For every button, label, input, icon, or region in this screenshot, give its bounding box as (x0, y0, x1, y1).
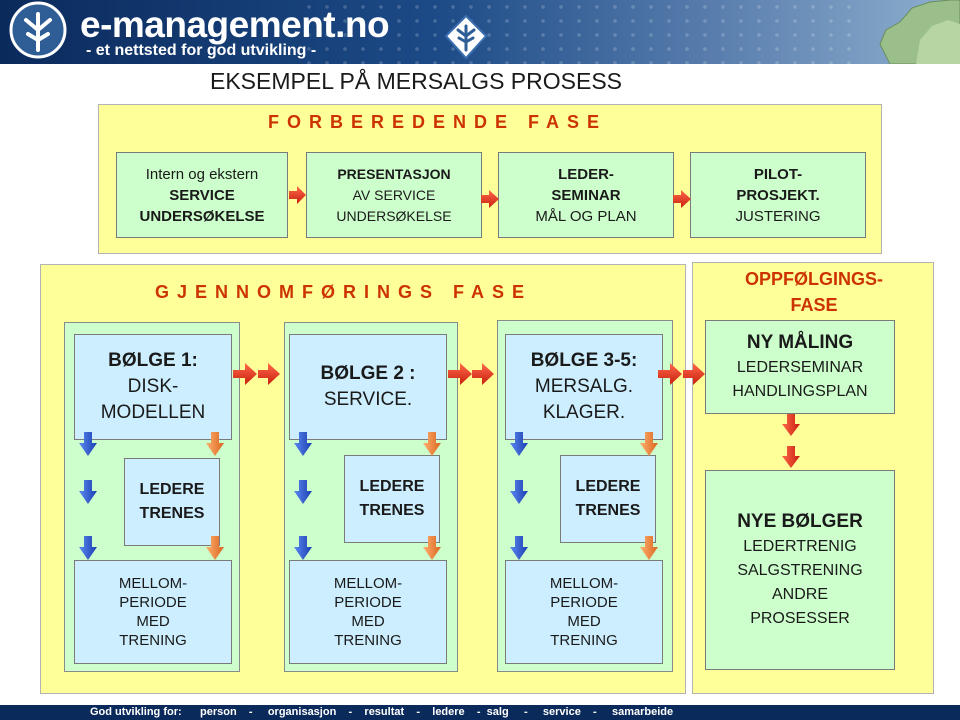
leaders-trained-box: LEDERE TRENES (560, 455, 656, 543)
arrow-right-icon (673, 190, 691, 208)
step-line: SEMINAR (551, 186, 621, 204)
interim-line: MED (567, 613, 601, 630)
interim-period-box: MELLOM- PERIODE MED TRENING (289, 560, 447, 664)
interim-period-box: MELLOM- PERIODE MED TRENING (74, 560, 232, 664)
leaders-trained-box: LEDERE TRENES (344, 455, 440, 543)
interim-line: TRENING (550, 632, 618, 649)
train-line: LEDERE (139, 481, 205, 498)
wave-1-box: BØLGE 1: DISK- MODELLEN (74, 334, 232, 440)
wave-head: BØLGE 3-5: (530, 350, 638, 371)
interim-line: MELLOM- (118, 575, 188, 592)
impl-phase-title: GJENNOMFØRINGS FASE (155, 282, 533, 302)
interim-line: MED (351, 613, 385, 630)
follow-line: ANDRE (771, 586, 828, 603)
follow-line: HANDLINGSPLAN (732, 383, 868, 400)
step-line: UNDERSØKELSE (139, 207, 265, 225)
scandinavia-map-icon (879, 0, 960, 64)
follow-title-line: OPPFØLGINGS- (744, 269, 883, 289)
wave-2-box: BØLGE 2 : SERVICE. (289, 334, 447, 440)
brand-name: e-management.no (80, 4, 390, 45)
wave-line: MODELLEN (100, 402, 206, 423)
interim-line: MED (136, 613, 170, 630)
footer-bar: God utvikling for: person - organisasjon… (0, 705, 960, 720)
step-line: PROSJEKT. (736, 186, 820, 204)
wave-head: BØLGE 1: (108, 350, 198, 371)
arrow-right-icon (481, 190, 499, 208)
follow-head: NY MÅLING (746, 332, 854, 353)
wave-head: BØLGE 2 : (320, 363, 416, 384)
arrow-down-icon (206, 432, 224, 560)
arrow-right-icon (658, 363, 682, 385)
interim-line: MELLOM- (333, 575, 403, 592)
page-title: EKSEMPEL PÅ MERSALGS PROSESS (210, 68, 623, 94)
follow-line: SALGSTRENING (737, 562, 863, 579)
arrow-right-icon (472, 363, 494, 385)
step-line: PILOT- (753, 165, 803, 183)
train-line: LEDERE (359, 478, 425, 495)
step-line: PRESENTASJON (337, 165, 451, 182)
arrow-right-icon (448, 363, 472, 385)
step-line: MÅL OG PLAN (535, 207, 637, 225)
arrow-down-icon (79, 432, 97, 560)
follow-title-line: FASE (790, 295, 838, 315)
arrow-right-icon (683, 363, 705, 385)
step-line: UNDERSØKELSE (336, 207, 452, 224)
wave-line: KLAGER. (542, 402, 626, 423)
step-line: SERVICE (169, 186, 235, 204)
step-line: LEDER- (558, 165, 614, 183)
interim-line: PERIODE (550, 594, 618, 611)
step-presentation: PRESENTASJON AV SERVICE UNDERSØKELSE (306, 152, 482, 238)
emblem-icon (444, 14, 488, 60)
interim-line: PERIODE (334, 594, 402, 611)
new-waves-box: NYE BØLGER LEDERTRENIG SALGSTRENING ANDR… (705, 470, 895, 670)
arrow-down-icon (782, 446, 800, 468)
wave-line: MERSALG. (534, 376, 634, 397)
train-line: TRENES (359, 502, 425, 519)
arrow-down-icon (640, 432, 658, 560)
arrow-right-icon (258, 363, 280, 385)
follow-phase-title: OPPFØLGINGS- FASE (700, 266, 928, 318)
arrow-right-icon (233, 363, 257, 385)
follow-head: NYE BØLGER (737, 511, 863, 532)
arrow-down-icon (782, 414, 800, 436)
step-survey: Intern og ekstern SERVICE UNDERSØKELSE (116, 152, 288, 238)
prep-phase-title: FORBEREDENDE FASE (268, 112, 608, 132)
step-leader-seminar: LEDER- SEMINAR MÅL OG PLAN (498, 152, 674, 238)
wave-3-box: BØLGE 3-5: MERSALG. KLAGER. (505, 334, 663, 440)
step-line: JUSTERING (735, 207, 821, 225)
step-pilot-project: PILOT- PROSJEKT. JUSTERING (690, 152, 866, 238)
follow-line: PROSESSER (750, 610, 850, 627)
step-line: Intern og ekstern (145, 165, 259, 183)
interim-period-box: MELLOM- PERIODE MED TRENING (505, 560, 663, 664)
wave-line: DISK- (127, 376, 179, 397)
interim-line: MELLOM- (549, 575, 619, 592)
new-measurement-box: NY MÅLING LEDERSEMINAR HANDLINGSPLAN (705, 320, 895, 414)
train-line: TRENES (575, 502, 641, 519)
interim-line: PERIODE (119, 594, 187, 611)
leaders-trained-box: LEDERE TRENES (124, 458, 220, 546)
arrow-right-icon (289, 186, 306, 204)
arrow-down-icon (423, 432, 441, 560)
step-line: AV SERVICE (352, 186, 436, 203)
train-line: TRENES (139, 505, 205, 522)
logo-leaf-icon (9, 1, 67, 59)
wave-line: SERVICE. (323, 389, 413, 410)
train-line: LEDERE (575, 478, 641, 495)
interim-line: TRENING (334, 632, 402, 649)
arrow-down-icon (510, 432, 528, 560)
header-dot-pattern (300, 0, 860, 64)
interim-line: TRENING (119, 632, 187, 649)
follow-line: LEDERSEMINAR (736, 359, 864, 376)
arrow-down-icon (294, 432, 312, 560)
brand-tagline: - et nettsted for god utvikling - (86, 42, 317, 59)
follow-line: LEDERTRENIG (743, 538, 857, 555)
